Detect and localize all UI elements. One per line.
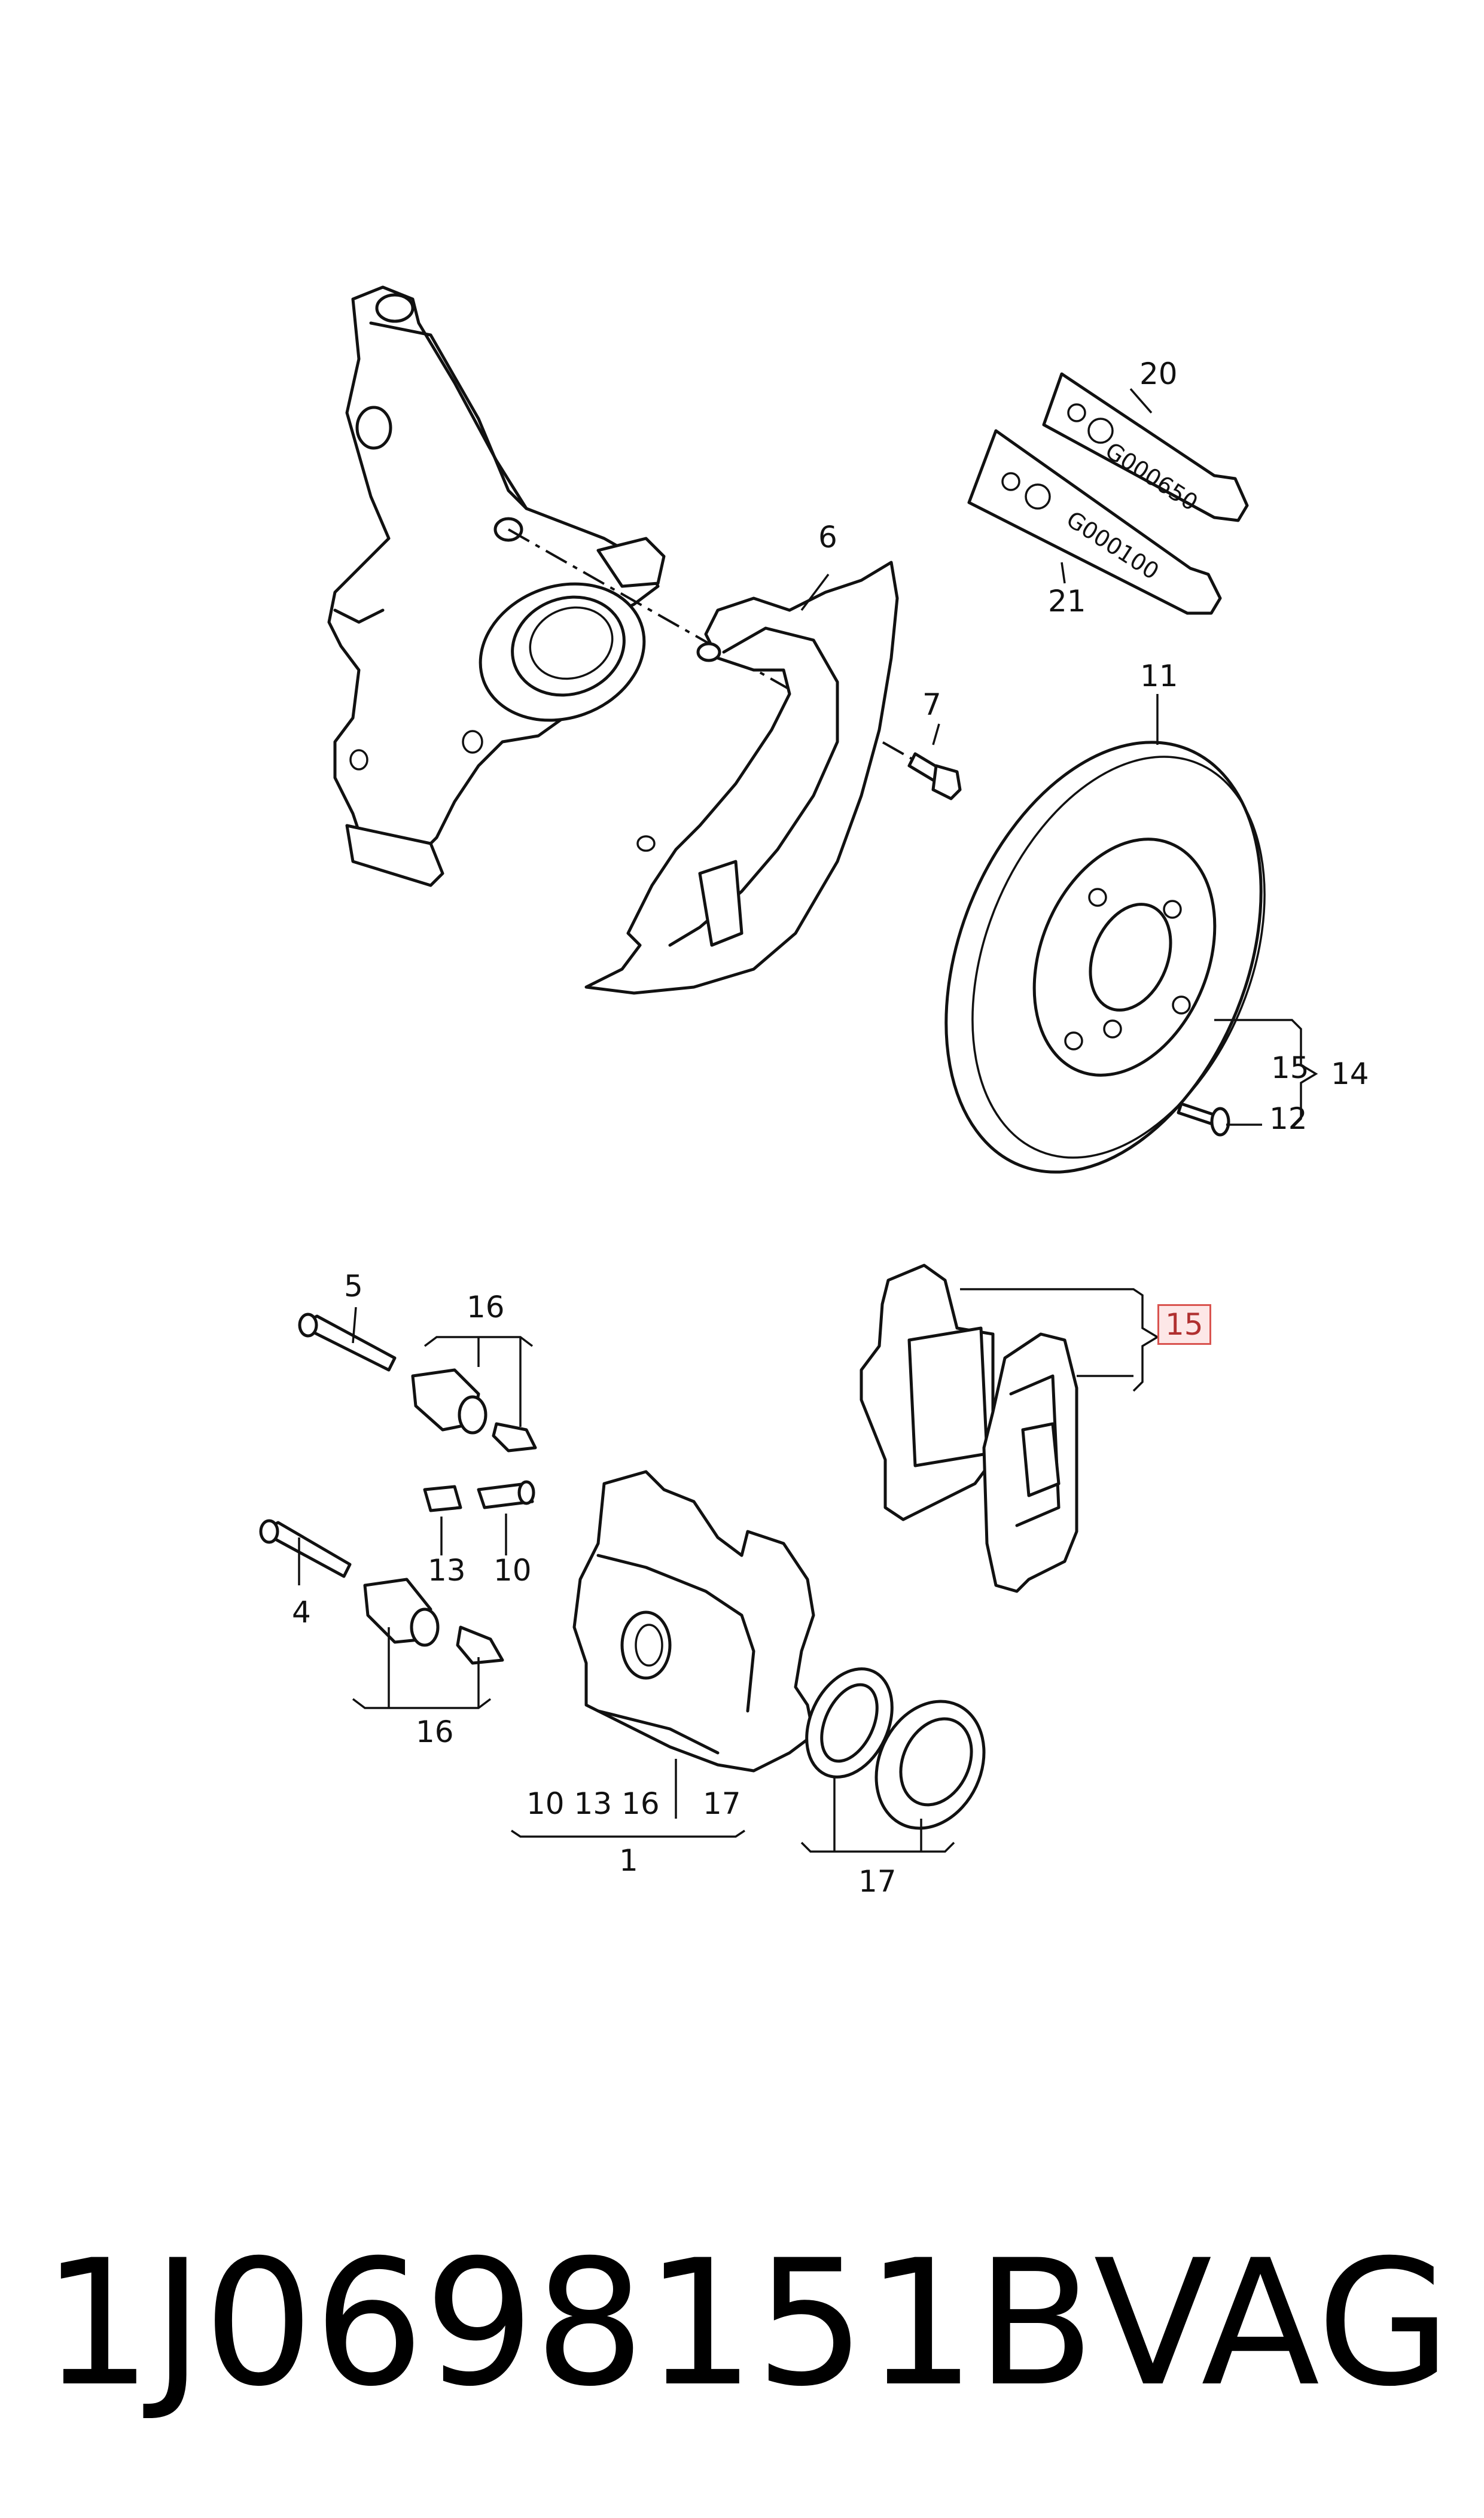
guide-bolt-4	[259, 1519, 352, 1578]
brake-caliper	[572, 1470, 815, 1773]
dust-cap-13	[423, 1485, 462, 1512]
callout-12: 12	[1269, 1101, 1308, 1136]
grease-tube-21: G000100	[967, 429, 1222, 615]
callout-13: 13	[428, 1553, 466, 1588]
callout-16-upper: 16	[467, 1290, 505, 1325]
callout-17-seals: 17	[858, 1864, 897, 1899]
brake-disc	[944, 741, 1266, 1174]
callout-7: 7	[922, 687, 941, 722]
bleeder-valve-10	[477, 1480, 535, 1509]
exploded-parts-diagram: G000650 G000100	[259, 285, 1369, 1899]
brake-pad-inner	[860, 1263, 995, 1521]
callout-4: 4	[292, 1595, 311, 1630]
splash-shield	[584, 561, 899, 995]
callout-15-disc: 15	[1271, 1051, 1309, 1085]
steering-knuckle	[327, 285, 666, 887]
callout-5: 5	[344, 1269, 363, 1304]
guide-bushing-upper	[411, 1368, 537, 1453]
callout-20: 20	[1139, 357, 1178, 391]
callout-11: 11	[1140, 659, 1178, 693]
callout-17-caliper: 17	[703, 1786, 741, 1821]
guide-bolt-5	[298, 1313, 397, 1372]
callout-1: 1	[619, 1843, 638, 1878]
callout-1-included-parts: 10 13 16	[526, 1786, 660, 1821]
diagram-drawing: G000650 G000100	[259, 285, 1318, 1853]
brand-label: VAG	[1093, 2223, 1451, 2425]
callout-10: 10	[493, 1553, 532, 1588]
callout-21: 21	[1048, 584, 1086, 619]
callout-6: 6	[818, 520, 837, 555]
brake-pad-outer	[982, 1332, 1078, 1593]
piston-seal	[805, 1667, 894, 1779]
guide-bushing-lower	[363, 1578, 504, 1665]
dust-boot	[874, 1700, 986, 1830]
callout-15-brake-pad-highlighted: 15	[1157, 1304, 1211, 1345]
part-number: 1J0698151B	[42, 2223, 1095, 2425]
leader-lines	[298, 388, 1318, 1853]
bolt-7	[907, 752, 962, 800]
callout-16-lower: 16	[416, 1715, 454, 1749]
screw-12	[1177, 1102, 1230, 1137]
callout-14: 14	[1331, 1056, 1369, 1091]
